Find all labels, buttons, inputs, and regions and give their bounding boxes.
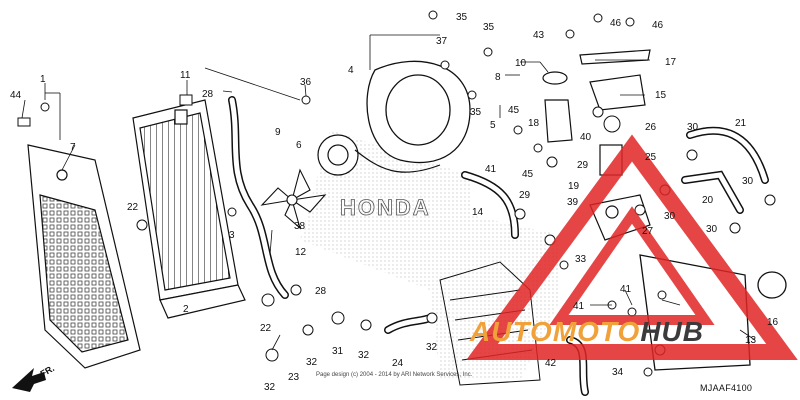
callout-22-lower: 22 bbox=[260, 323, 272, 334]
thermostat-cover bbox=[579, 49, 651, 111]
callout-32-a: 32 bbox=[264, 382, 276, 393]
callout-17: 17 bbox=[665, 57, 677, 68]
callout-29-lower: 29 bbox=[519, 190, 531, 201]
callout-20: 20 bbox=[702, 195, 714, 206]
callout-15: 15 bbox=[655, 90, 667, 101]
callout-8: 8 bbox=[495, 72, 501, 83]
callout-10: 10 bbox=[515, 58, 527, 69]
callout-46-b: 46 bbox=[652, 20, 664, 31]
filler-neck bbox=[542, 71, 573, 143]
callout-33: 33 bbox=[575, 254, 587, 265]
callout-4: 4 bbox=[348, 65, 354, 76]
callout-18: 18 bbox=[528, 118, 540, 129]
callout-35-b: 35 bbox=[483, 22, 495, 33]
callout-41-c: 41 bbox=[620, 284, 632, 295]
callout-11: 11 bbox=[180, 70, 191, 81]
callout-27: 27 bbox=[642, 226, 654, 237]
callout-35-c: 35 bbox=[470, 107, 482, 118]
callout-24: 24 bbox=[392, 358, 404, 369]
callout-2: 2 bbox=[183, 304, 189, 315]
callout-21: 21 bbox=[735, 118, 747, 129]
callout-35-a: 35 bbox=[456, 12, 468, 23]
callout-32-d: 32 bbox=[426, 342, 438, 353]
callout-26: 26 bbox=[645, 122, 657, 133]
fan-motor bbox=[317, 134, 441, 176]
cooling-fan-blades bbox=[260, 168, 327, 230]
watermark-triangle bbox=[466, 134, 798, 360]
callout-labels: 1 2 3 4 5 6 7 8 9 10 11 12 13 14 15 16 1… bbox=[10, 12, 779, 393]
callout-1: 1 bbox=[40, 74, 46, 85]
diagram-code: MJAAF4100 bbox=[700, 383, 753, 393]
fan-shroud bbox=[366, 60, 471, 164]
watermark-triangle-inner bbox=[549, 206, 715, 325]
callout-41-b: 41 bbox=[573, 301, 585, 312]
callout-29-upper: 29 bbox=[577, 160, 589, 171]
callout-44: 44 bbox=[10, 90, 22, 101]
callout-39: 39 bbox=[567, 197, 579, 208]
callout-34: 34 bbox=[612, 367, 624, 378]
copyright-notice: Page design (c) 2004 - 2014 by ARI Netwo… bbox=[316, 372, 473, 378]
callout-12: 12 bbox=[295, 247, 307, 258]
honda-stamp: HONDA bbox=[340, 195, 431, 220]
callout-9: 9 bbox=[275, 127, 281, 138]
engine-block bbox=[439, 261, 541, 386]
callout-41-a: 41 bbox=[485, 164, 497, 175]
callout-32-b: 32 bbox=[306, 357, 318, 368]
callout-22-upper: 22 bbox=[127, 202, 139, 213]
callout-28-lower: 28 bbox=[315, 286, 327, 297]
callout-30-c: 30 bbox=[742, 176, 754, 187]
callout-40: 40 bbox=[580, 132, 592, 143]
callout-30-d: 30 bbox=[706, 224, 718, 235]
callout-13: 13 bbox=[745, 335, 757, 346]
callout-28-upper: 28 bbox=[202, 89, 214, 100]
callout-38: 38 bbox=[294, 221, 306, 232]
callout-16: 16 bbox=[767, 317, 779, 328]
callout-14: 14 bbox=[472, 207, 484, 218]
leader-lines bbox=[21, 34, 756, 351]
callout-23: 23 bbox=[288, 372, 300, 383]
callout-30-a: 30 bbox=[687, 122, 699, 133]
callout-32-c: 32 bbox=[358, 350, 370, 361]
radiator-core bbox=[132, 99, 246, 319]
callout-45-b: 45 bbox=[522, 169, 534, 180]
callout-37: 37 bbox=[436, 36, 448, 47]
radiator-grille-guard bbox=[27, 144, 141, 369]
callout-36: 36 bbox=[300, 77, 312, 88]
forward-arrow-icon bbox=[12, 368, 46, 392]
watermark-word-b: HUB bbox=[640, 316, 704, 347]
callout-5: 5 bbox=[490, 120, 496, 131]
callout-6: 6 bbox=[296, 140, 302, 151]
watermark-word-a: AUTOMOTO bbox=[470, 316, 641, 347]
callout-45-a: 45 bbox=[508, 105, 520, 116]
callout-43: 43 bbox=[533, 30, 545, 41]
callout-30-b: 30 bbox=[664, 211, 676, 222]
callout-19: 19 bbox=[568, 181, 580, 192]
callout-46-a: 46 bbox=[610, 18, 622, 29]
callout-7: 7 bbox=[70, 142, 76, 153]
callout-31: 31 bbox=[332, 346, 344, 357]
callout-3: 3 bbox=[229, 230, 235, 241]
callout-42: 42 bbox=[545, 358, 557, 369]
engine-shading bbox=[300, 130, 560, 380]
watermark-logo: AUTOMOTOHUB bbox=[470, 316, 704, 348]
callout-25: 25 bbox=[645, 152, 657, 163]
